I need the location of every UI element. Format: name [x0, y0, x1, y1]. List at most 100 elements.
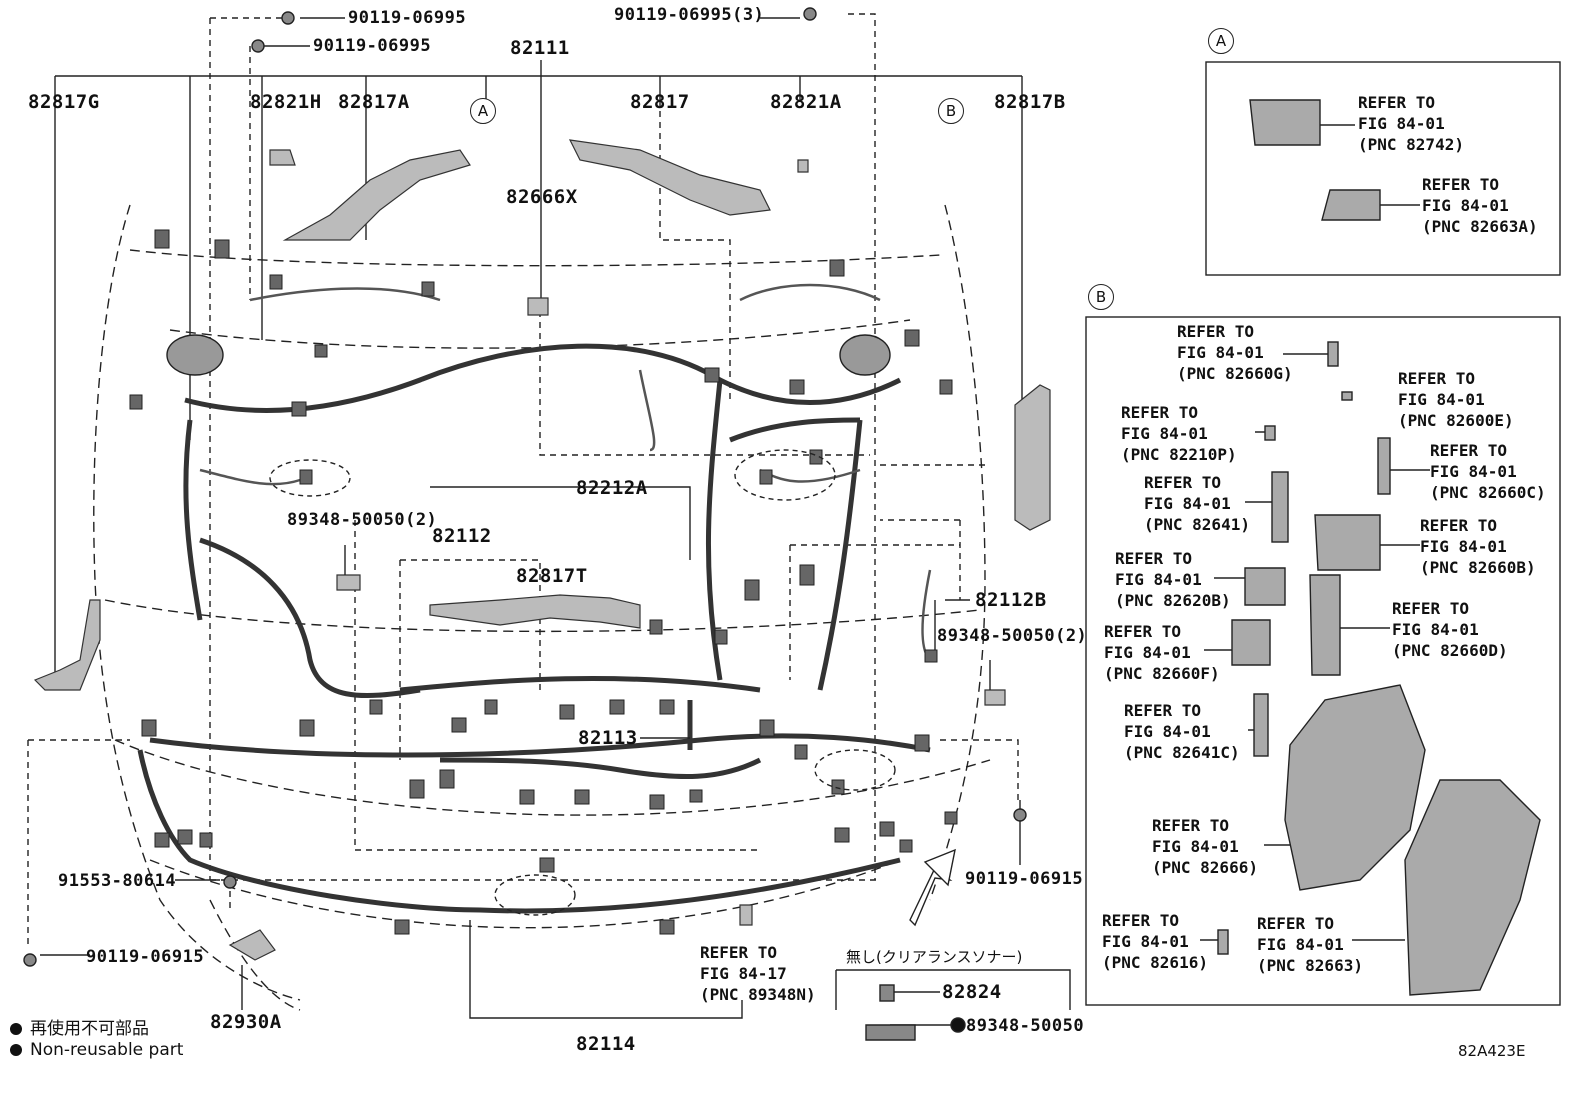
refer-line-3: (PNC 89348N): [700, 985, 816, 1004]
ref-line: FIG 84-01: [1420, 537, 1507, 556]
bullet-icon: [10, 1044, 22, 1056]
ref-line: REFER TO: [1121, 403, 1199, 422]
label-82113[interactable]: 82113: [578, 727, 638, 749]
ref-line: REFER TO: [1102, 911, 1180, 930]
ref-line: REFER TO: [1177, 322, 1255, 341]
diagram-code: 82A423E: [1458, 1042, 1526, 1060]
box-b-ref-82641[interactable]: REFER TO FIG 84-01 (PNC 82641): [1144, 472, 1250, 535]
label-90119-06995-a[interactable]: 90119-06995: [348, 8, 467, 28]
duct-82817: [568, 139, 771, 216]
label-82817A[interactable]: 82817A: [338, 91, 410, 113]
refer-89348N[interactable]: REFER TO FIG 84-17 (PNC 89348N): [700, 942, 816, 1005]
ref-line: REFER TO: [1422, 175, 1500, 194]
label-90119-06915-right[interactable]: 90119-06915: [965, 869, 1084, 889]
refer-line-2: FIG 84-17: [700, 964, 787, 983]
label-82821A[interactable]: 82821A: [770, 91, 842, 113]
callout-a: A: [470, 98, 496, 124]
top-bracket-line: [54, 75, 1023, 680]
duct-82817T: [429, 594, 641, 629]
ref-line: FIG 84-01: [1124, 722, 1211, 741]
label-90119-06995-3[interactable]: 90119-06995(3): [614, 5, 765, 25]
box-b-ref-82210P[interactable]: REFER TO FIG 84-01 (PNC 82210P): [1121, 402, 1237, 465]
box-b-border: [1085, 316, 1561, 1006]
ref-line: FIG 84-01: [1104, 643, 1191, 662]
bullet-icon: [10, 1023, 22, 1035]
box-b-ref-82616[interactable]: REFER TO FIG 84-01 (PNC 82616): [1102, 910, 1208, 973]
label-82821H[interactable]: 82821H: [250, 91, 322, 113]
box-b-ref-82660C[interactable]: REFER TO FIG 84-01 (PNC 82660C): [1430, 440, 1546, 503]
ref-line: (PNC 82660F): [1104, 664, 1220, 683]
label-89348-50050-2-b[interactable]: 89348-50050(2): [937, 626, 1088, 646]
label-82212A[interactable]: 82212A: [576, 477, 648, 499]
ref-line: REFER TO: [1398, 369, 1476, 388]
ref-line: REFER TO: [1392, 599, 1470, 618]
ref-line: REFER TO: [1420, 516, 1498, 535]
ref-line: FIG 84-01: [1152, 837, 1239, 856]
duct-82817A: [282, 149, 471, 241]
label-90119-06995-b[interactable]: 90119-06995: [313, 36, 432, 56]
label-82817G[interactable]: 82817G: [28, 91, 100, 113]
refer-line-1: REFER TO: [700, 943, 778, 962]
label-82930A[interactable]: 82930A: [210, 1011, 282, 1033]
box-a-ref-82663A[interactable]: REFER TO FIG 84-01 (PNC 82663A): [1422, 174, 1538, 237]
ref-line: REFER TO: [1104, 622, 1182, 641]
ref-line: (PNC 82620B): [1115, 591, 1231, 610]
ref-line: REFER TO: [1257, 914, 1335, 933]
label-89348-50050-2-a[interactable]: 89348-50050(2): [287, 510, 438, 530]
box-a-border: [1205, 61, 1561, 276]
ref-line: (PNC 82600E): [1398, 411, 1514, 430]
label-82112[interactable]: 82112: [432, 525, 492, 547]
legend-en-text: Non-reusable part: [30, 1040, 184, 1060]
ref-line: FIG 84-01: [1422, 196, 1509, 215]
ref-line: (PNC 82616): [1102, 953, 1208, 972]
ref-line: REFER TO: [1152, 816, 1230, 835]
ref-line: FIG 84-01: [1358, 114, 1445, 133]
label-82817[interactable]: 82817: [630, 91, 690, 113]
ref-line: FIG 84-01: [1257, 935, 1344, 954]
ref-line: REFER TO: [1124, 701, 1202, 720]
ref-line: (PNC 82666): [1152, 858, 1258, 877]
label-82111[interactable]: 82111: [510, 37, 570, 59]
label-82114[interactable]: 82114: [576, 1033, 636, 1055]
box-b-ref-82666[interactable]: REFER TO FIG 84-01 (PNC 82666): [1152, 815, 1258, 878]
box-b-ref-82660F[interactable]: REFER TO FIG 84-01 (PNC 82660F): [1104, 621, 1220, 684]
ref-line: FIG 84-01: [1102, 932, 1189, 951]
ref-line: (PNC 82663): [1257, 956, 1363, 975]
ref-line: REFER TO: [1358, 93, 1436, 112]
callout-b: B: [938, 98, 964, 124]
ref-line: (PNC 82663A): [1422, 217, 1538, 236]
protector-82817B: [1014, 384, 1051, 531]
label-82112B[interactable]: 82112B: [975, 589, 1047, 611]
box-a-ref-82742[interactable]: REFER TO FIG 84-01 (PNC 82742): [1358, 92, 1464, 155]
label-82817T[interactable]: 82817T: [516, 565, 588, 587]
box-b-ref-82620B[interactable]: REFER TO FIG 84-01 (PNC 82620B): [1115, 548, 1231, 611]
box-b-ref-82641C[interactable]: REFER TO FIG 84-01 (PNC 82641C): [1124, 700, 1240, 763]
legend-jp-text: 再使用不可部品: [30, 1019, 149, 1039]
legend-en: Non-reusable part: [10, 1040, 183, 1060]
label-82666X[interactable]: 82666X: [506, 186, 578, 208]
box-b-ref-82660B[interactable]: REFER TO FIG 84-01 (PNC 82660B): [1420, 515, 1536, 578]
ref-line: (PNC 82660B): [1420, 558, 1536, 577]
label-89348-50050[interactable]: 89348-50050: [966, 1016, 1085, 1036]
box-b-ref-82600E[interactable]: REFER TO FIG 84-01 (PNC 82600E): [1398, 368, 1514, 431]
ref-line: FIG 84-01: [1144, 494, 1231, 513]
label-90119-06915-left[interactable]: 90119-06915: [86, 947, 205, 967]
ref-line: REFER TO: [1115, 549, 1193, 568]
label-82817B[interactable]: 82817B: [994, 91, 1066, 113]
box-b-ref-82663[interactable]: REFER TO FIG 84-01 (PNC 82663): [1257, 913, 1363, 976]
box-a-callout: A: [1208, 28, 1234, 54]
box-b-ref-82660G[interactable]: REFER TO FIG 84-01 (PNC 82660G): [1177, 321, 1293, 384]
no-clearance-sonar-note: 無し(クリアランスソナー): [846, 948, 1023, 966]
label-91553-80614[interactable]: 91553-80614: [58, 871, 177, 891]
ref-line: FIG 84-01: [1430, 462, 1517, 481]
label-82824[interactable]: 82824: [942, 981, 1002, 1003]
ref-line: (PNC 82641): [1144, 515, 1250, 534]
box-b-ref-82660D[interactable]: REFER TO FIG 84-01 (PNC 82660D): [1392, 598, 1508, 661]
ref-line: (PNC 82742): [1358, 135, 1464, 154]
ref-line: FIG 84-01: [1392, 620, 1479, 639]
ref-line: (PNC 82210P): [1121, 445, 1237, 464]
ref-line: REFER TO: [1430, 441, 1508, 460]
box-b-callout: B: [1088, 284, 1114, 310]
ref-line: FIG 84-01: [1177, 343, 1264, 362]
